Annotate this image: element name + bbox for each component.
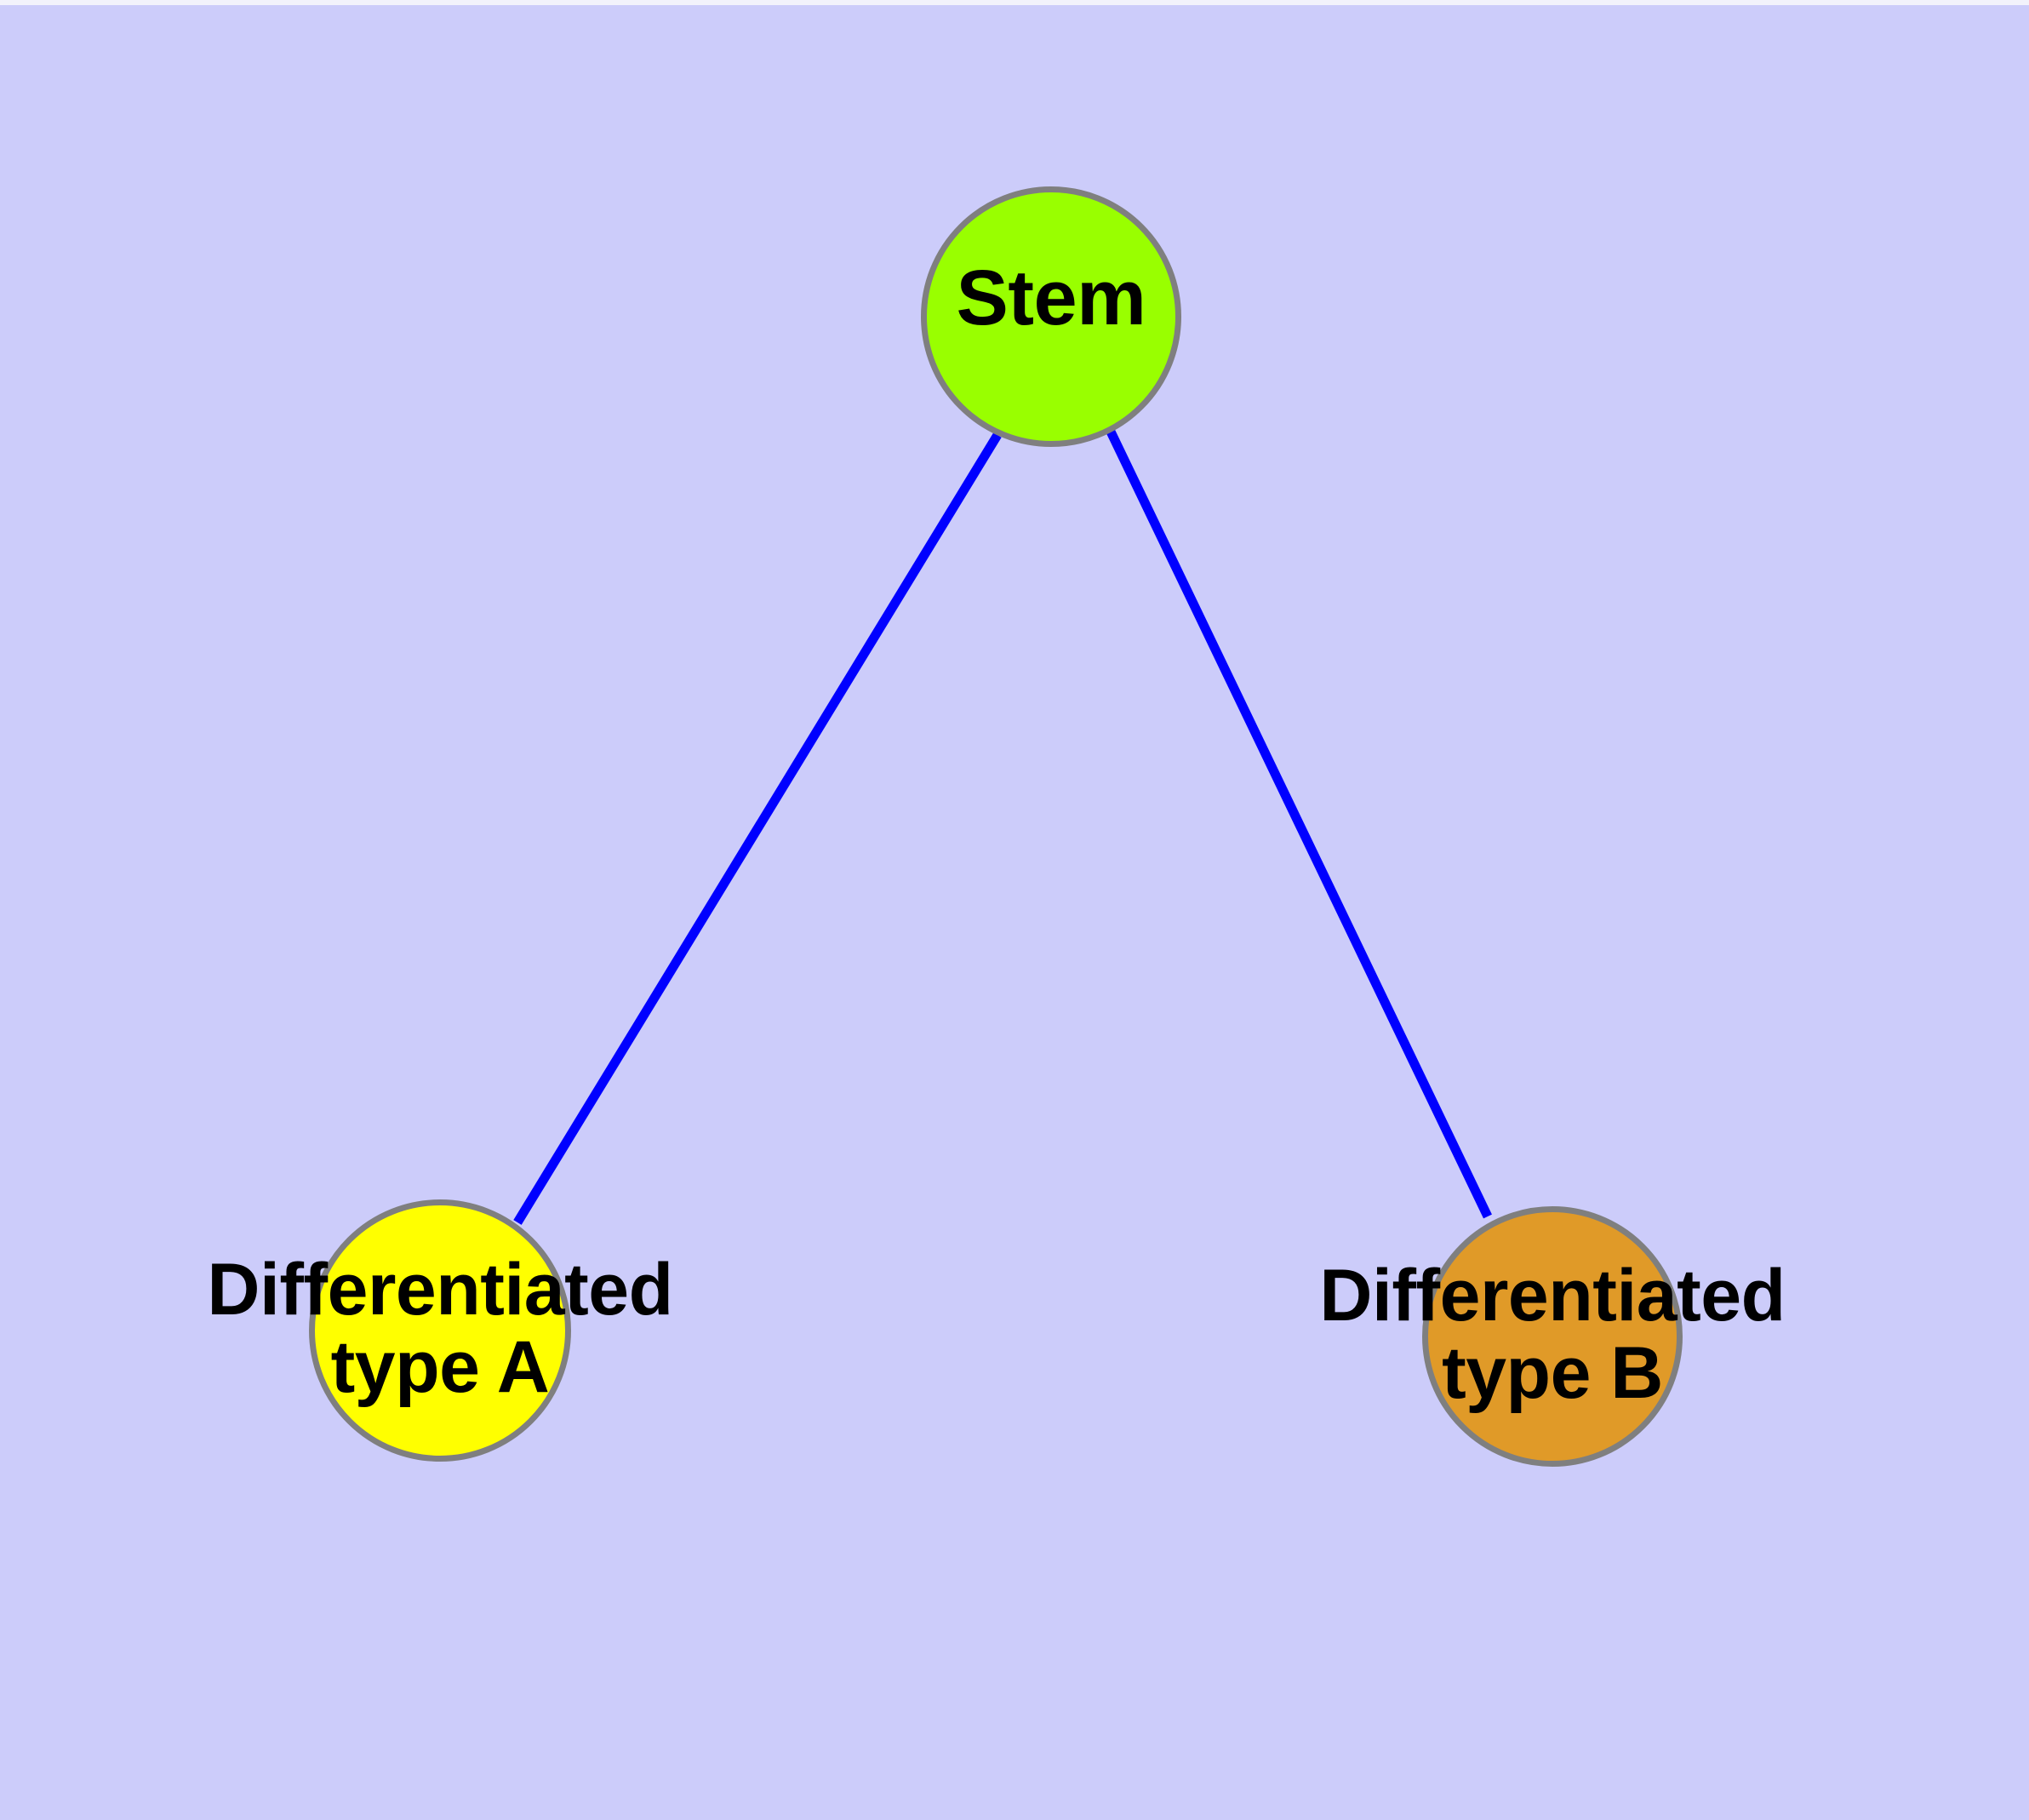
node-stem[interactable] xyxy=(921,186,1181,447)
node-differentiated-type-a[interactable] xyxy=(309,1199,571,1462)
edge-stem-to-diff-a xyxy=(513,432,1002,1225)
node-differentiated-type-b-circle[interactable] xyxy=(1422,1206,1683,1467)
node-differentiated-type-b[interactable] xyxy=(1422,1206,1683,1467)
canvas-top-border xyxy=(0,0,2029,5)
node-differentiated-type-a-circle[interactable] xyxy=(309,1199,571,1462)
node-stem-circle[interactable] xyxy=(921,186,1181,447)
edge-stem-to-diff-b xyxy=(1106,429,1492,1219)
